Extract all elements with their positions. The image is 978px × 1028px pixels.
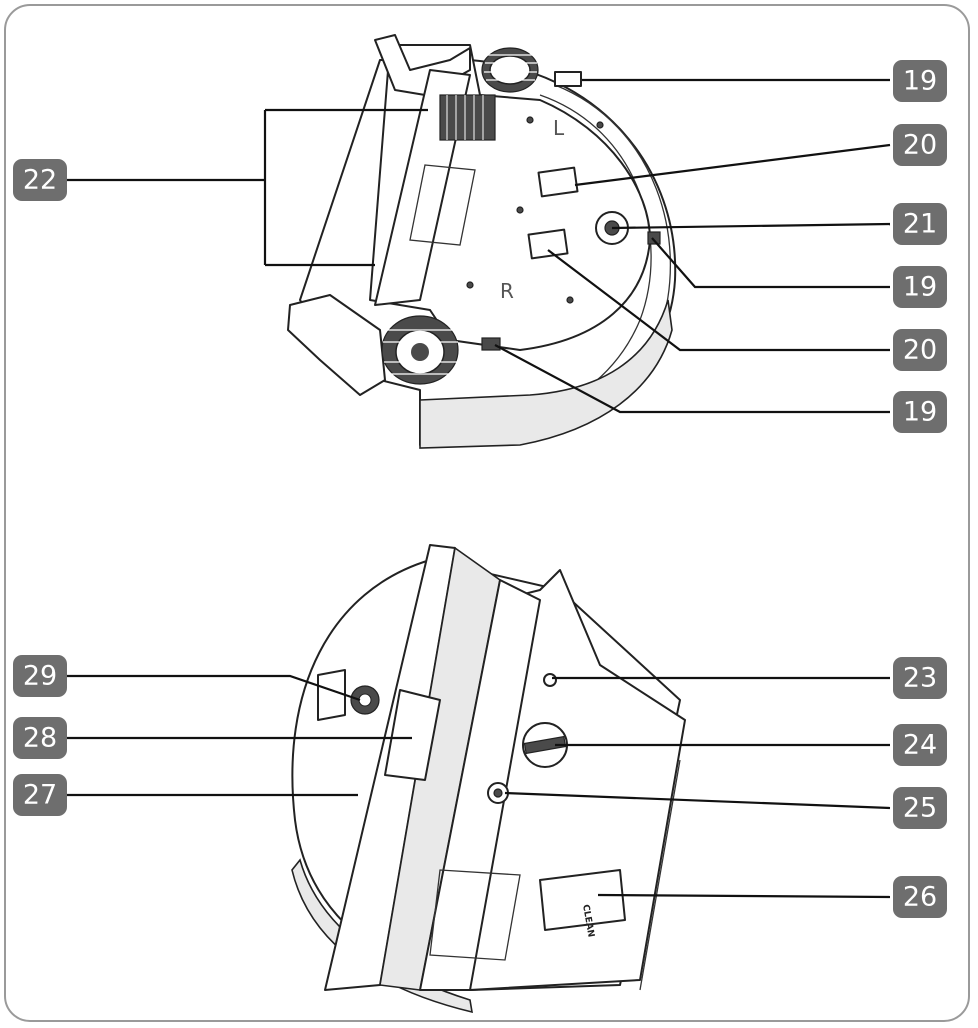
- svg-text:28: 28: [23, 723, 57, 754]
- svg-text:21: 21: [903, 209, 937, 240]
- callout-19-bottom: 19: [893, 391, 947, 433]
- svg-text:29: 29: [23, 661, 57, 692]
- svg-text:22: 22: [23, 165, 57, 196]
- svg-text:27: 27: [23, 780, 57, 811]
- svg-text:25: 25: [903, 793, 937, 824]
- leader-lines: [67, 78, 891, 899]
- svg-text:24: 24: [903, 730, 937, 761]
- emboss-l: L: [553, 116, 565, 140]
- bottom-robot-illustration: CLEAN: [291, 544, 686, 1014]
- svg-text:19: 19: [903, 66, 937, 97]
- svg-text:20: 20: [903, 130, 937, 161]
- callout-22: 22: [13, 159, 67, 201]
- callout-28: 28: [13, 717, 67, 759]
- svg-text:23: 23: [903, 663, 937, 694]
- callout-26: 26: [893, 876, 947, 918]
- callout-29: 29: [13, 655, 67, 697]
- svg-text:19: 19: [903, 397, 937, 428]
- callout-23: 23: [893, 657, 947, 699]
- callout-19-top: 19: [893, 60, 947, 102]
- callout-20-upper: 20: [893, 124, 947, 166]
- callout-27: 27: [13, 774, 67, 816]
- callout-24: 24: [893, 724, 947, 766]
- svg-text:19: 19: [903, 272, 937, 303]
- emboss-r: R: [500, 279, 514, 303]
- callout-20-lower: 20: [893, 329, 947, 371]
- callout-19-middle: 19: [893, 266, 947, 308]
- svg-text:26: 26: [903, 882, 937, 913]
- top-robot-illustration: L R: [287, 34, 677, 449]
- callout-21: 21: [893, 203, 947, 245]
- svg-text:20: 20: [903, 335, 937, 366]
- callout-25: 25: [893, 787, 947, 829]
